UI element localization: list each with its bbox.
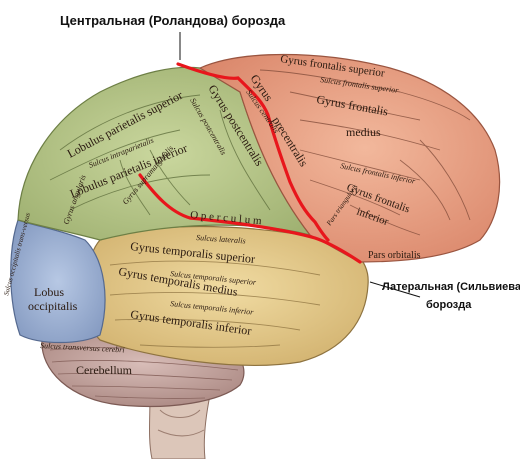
lateral-sulcus-callout-line1: Латеральная (Сильвиева) — [382, 281, 520, 293]
central-sulcus-highlight — [176, 62, 330, 242]
label-cerebellum: Cerebellum — [76, 363, 133, 377]
occipital-lobe — [10, 219, 106, 344]
central-sulcus-callout: Центральная (Роландова) борозда — [60, 13, 286, 28]
brainstem — [149, 394, 211, 459]
label-lobus-occipitalis-2: occipitalis — [28, 299, 78, 313]
label-lobus-occipitalis-1: Lobus — [34, 285, 64, 299]
brainstem-folds — [157, 409, 205, 437]
parietal-sulci — [49, 94, 271, 216]
lateral-sulcus-highlight — [138, 173, 362, 264]
lateral-sulcus-pointer — [369, 281, 421, 298]
label-sulcus-lateralis: Sulcus lateralis — [196, 233, 246, 245]
frontal-lobe — [198, 53, 501, 263]
label-medius: medius — [346, 125, 381, 139]
label-pars-orbitalis: Pars orbitalis — [368, 250, 421, 261]
frontal-sulci — [259, 69, 471, 236]
temporal-sulci — [109, 260, 321, 348]
lateral-sulcus-callout-line2: борозда — [426, 299, 472, 311]
label-sulcus-transversus-cerebri: Sulcus transversus cerebri — [40, 341, 125, 354]
